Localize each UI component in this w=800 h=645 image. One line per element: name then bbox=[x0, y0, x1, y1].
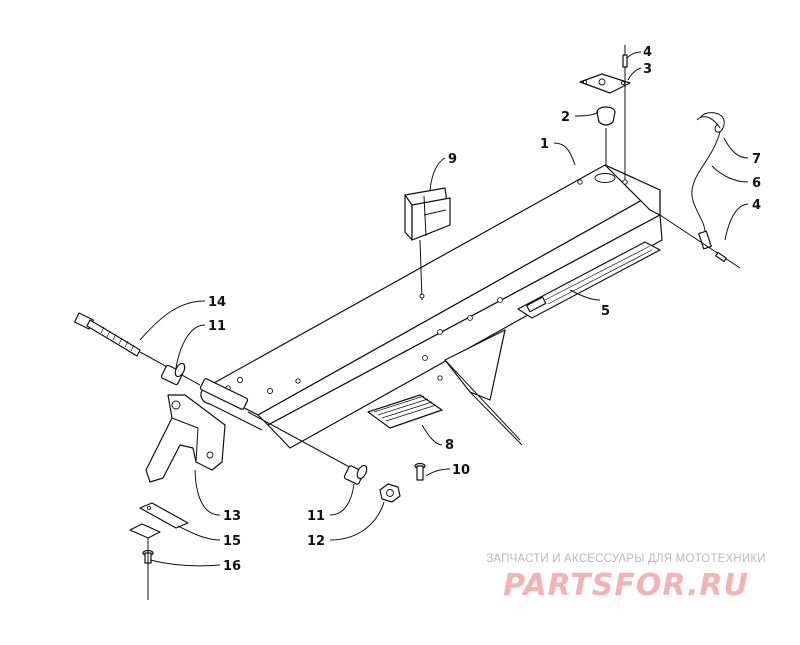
lock-nut bbox=[379, 483, 401, 503]
rivet-pins bbox=[142, 462, 426, 600]
running-board-panel bbox=[200, 164, 663, 449]
callout-2: 2 bbox=[561, 110, 570, 125]
bushings bbox=[160, 362, 368, 485]
callout-14: 14 bbox=[208, 295, 226, 310]
tether-cord bbox=[659, 112, 741, 269]
strap-plate bbox=[129, 502, 189, 539]
callout-16: 16 bbox=[223, 559, 241, 574]
leader-lines bbox=[139, 51, 749, 567]
mount-bracket bbox=[145, 394, 226, 483]
callout-12: 12 bbox=[307, 534, 325, 549]
decal-strip bbox=[517, 241, 661, 319]
callout-10: 10 bbox=[452, 463, 470, 478]
tread-decal bbox=[367, 394, 443, 429]
callout-4-right: 4 bbox=[752, 198, 761, 213]
callout-5: 5 bbox=[601, 304, 610, 319]
callout-1: 1 bbox=[540, 137, 549, 152]
callout-labels: 1 2 3 4 5 6 7 4 9 8 10 14 11 13 15 16 11… bbox=[208, 45, 761, 574]
callout-13: 13 bbox=[223, 509, 241, 524]
callout-7: 7 bbox=[752, 152, 761, 167]
watermark-caption: ЗАПЧАСТИ И АКСЕССУАРЫ ДЛЯ МОТОТЕХНИКИ bbox=[486, 553, 766, 565]
bumper-assembly bbox=[579, 45, 631, 180]
callout-8: 8 bbox=[445, 438, 454, 453]
callout-6: 6 bbox=[752, 176, 761, 191]
callout-4-top: 4 bbox=[643, 45, 652, 60]
callout-11-right: 11 bbox=[307, 509, 325, 524]
callout-3: 3 bbox=[643, 62, 652, 77]
watermark-logo-text: PARTSFOR.RU bbox=[503, 568, 749, 601]
watermark: ЗАПЧАСТИ И АКСЕССУАРЫ ДЛЯ МОТОТЕХНИКИ PA… bbox=[466, 553, 786, 601]
clip-bracket bbox=[404, 187, 451, 301]
callout-9: 9 bbox=[448, 152, 457, 167]
callout-11-left: 11 bbox=[208, 319, 226, 334]
watermark-logo: PARTSFOR.RU bbox=[503, 568, 749, 601]
callout-15: 15 bbox=[223, 534, 241, 549]
